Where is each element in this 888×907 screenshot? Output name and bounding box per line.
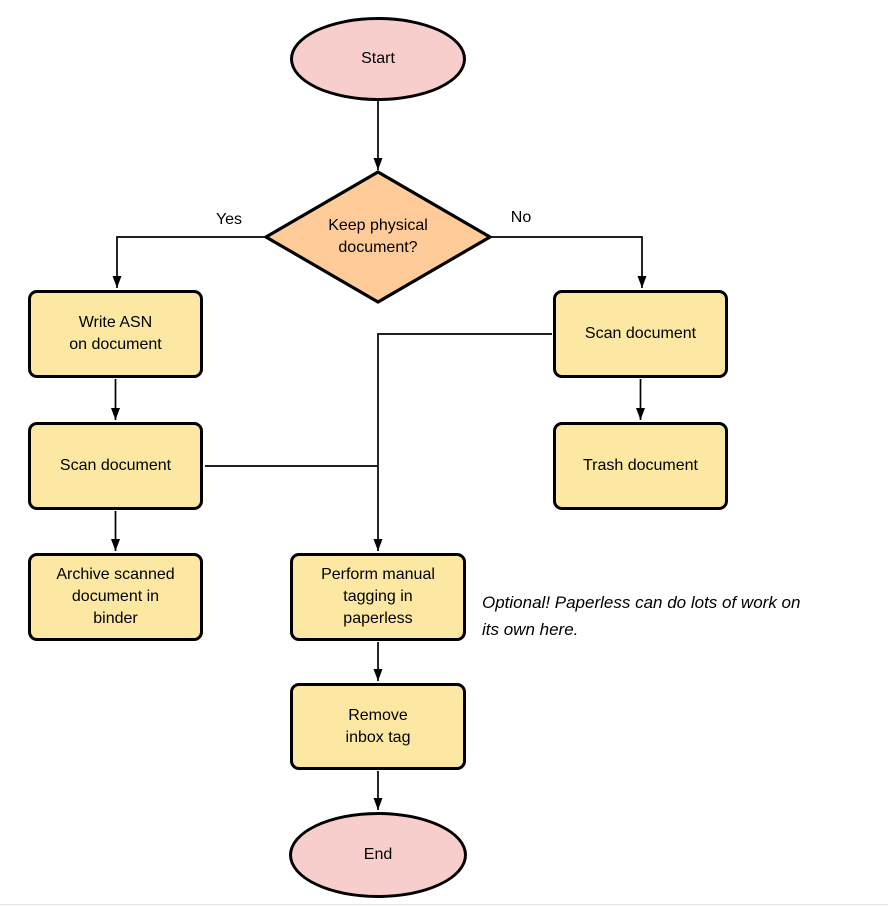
node-scan-document-right: Scan document — [553, 290, 728, 378]
node-remove-inbox-tag: Remove inbox tag — [290, 683, 466, 770]
node-decision-label: Keep physical document? — [328, 217, 428, 256]
node-write-asn-label: Write ASN on document — [69, 314, 162, 353]
node-start-label: Start — [361, 50, 395, 67]
node-end: End — [289, 812, 467, 898]
edge-scan-right-to-tagging — [373, 333, 552, 551]
edge-decision-no-to-scan-right — [492, 236, 647, 288]
node-archive-binder: Archive scanned document in binder — [28, 553, 203, 641]
node-trash-document: Trash document — [553, 422, 728, 510]
decision-diamond-shape — [262, 170, 494, 304]
node-archive-binder-label: Archive scanned document in binder — [56, 566, 175, 627]
node-manual-tagging: Perform manual tagging in paperless — [290, 553, 466, 641]
node-end-label: End — [363, 846, 393, 863]
node-remove-inbox-tag-label: Remove inbox tag — [345, 706, 411, 746]
node-trash-document-label: Trash document — [582, 457, 698, 474]
bottom-divider — [0, 904, 888, 905]
node-scan-document-left: Scan document — [28, 422, 203, 510]
node-scan-document-left-label: Scan document — [59, 457, 172, 474]
annotation-note: Optional! Paperless can do lots of work … — [482, 593, 801, 639]
edge-decision-yes-to-write-asn — [112, 236, 264, 288]
node-manual-tagging-label: Perform manual tagging in paperless — [321, 566, 435, 627]
edge-label-no: No — [510, 209, 532, 226]
node-scan-document-right-label: Scan document — [584, 325, 697, 342]
node-start: Start — [290, 17, 466, 101]
edge-label-yes: Yes — [215, 211, 243, 228]
node-write-asn: Write ASN on document — [28, 290, 203, 378]
